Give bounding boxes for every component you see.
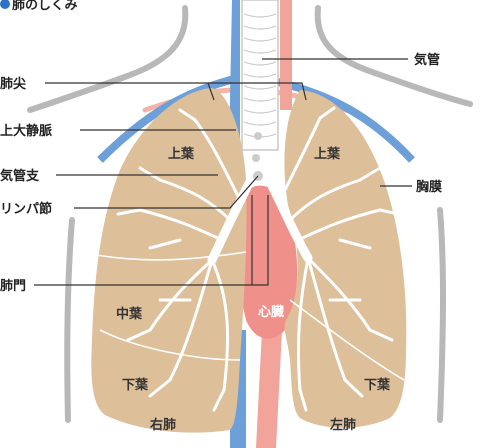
label-pleura: 胸膜 xyxy=(416,179,442,195)
label-lower-lobe-right: 下葉 xyxy=(122,377,149,393)
label-hilum: 肺門 xyxy=(0,278,26,294)
aorta-descending xyxy=(256,330,282,448)
trachea xyxy=(242,0,278,150)
label-right-lung: 右肺 xyxy=(149,417,176,433)
diagram-title: 肺のしくみ xyxy=(0,0,78,13)
label-svc: 上大静脈 xyxy=(0,123,52,139)
lymph-node-icon xyxy=(252,154,260,162)
torso-right-line xyxy=(440,210,443,420)
neck-right-line xyxy=(318,8,470,104)
label-apex: 肺尖 xyxy=(0,76,26,92)
title-bullet-icon xyxy=(0,0,10,9)
lymph-node-icon xyxy=(254,132,262,140)
label-middle-lobe: 中葉 xyxy=(116,306,143,322)
artery-neck xyxy=(280,0,292,110)
neck-left-line xyxy=(30,8,185,110)
label-left-lung: 左肺 xyxy=(330,417,356,433)
label-upper-lobe-right: 上葉 xyxy=(168,146,195,162)
torso-left-line xyxy=(67,220,72,420)
label-trachea: 気管 xyxy=(414,52,440,68)
label-lymph-node: リンパ節 xyxy=(0,201,52,217)
label-bronchus: 気管支 xyxy=(0,168,40,184)
label-lower-lobe-left: 下葉 xyxy=(364,377,391,393)
label-upper-lobe-left: 上葉 xyxy=(314,146,341,162)
label-heart: 心臓 xyxy=(258,304,284,320)
title-text: 肺のしくみ xyxy=(12,0,78,13)
